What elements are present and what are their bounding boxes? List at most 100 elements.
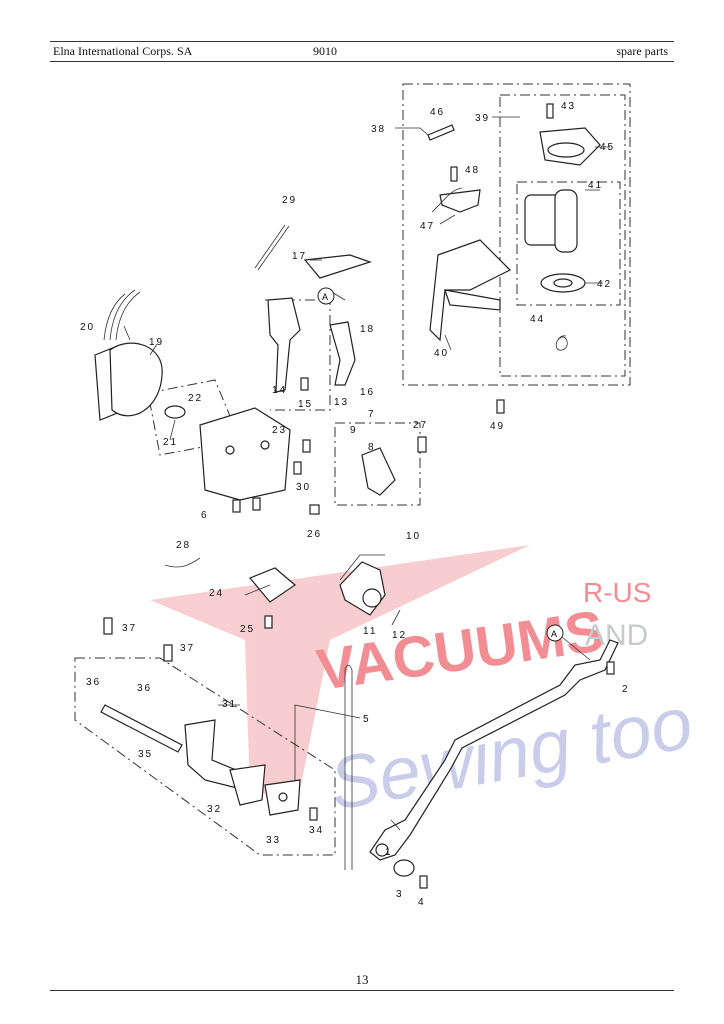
footer-rule [50,990,674,991]
part-label-22: 22 [188,393,203,404]
part-label-36: 36 [86,677,101,688]
part-label-7: 7 [368,409,376,420]
part-8-lever [361,447,396,496]
part-label-49: 49 [490,421,505,432]
part-label-34: 34 [309,825,324,836]
part-label-46: 46 [430,107,445,118]
part-label-45: 45 [600,142,615,153]
part-14-lever [267,297,301,393]
part-label-41: 41 [588,180,603,191]
part-label-48: 48 [465,165,480,176]
callout-a-lower: A [551,629,557,639]
part-47-switch [439,189,481,213]
part-label-13: 13 [334,397,349,408]
part-label-17: 17 [292,251,307,262]
part-label-37: 37 [122,623,137,634]
part-35-shaft [100,704,183,753]
callout-a-upper: A [322,292,328,302]
part-label-21: 21 [163,437,178,448]
part-label-28: 28 [176,540,191,551]
part-label-2: 2 [622,684,630,695]
part-46-clip [427,124,455,141]
part-label-16: 16 [360,387,375,398]
part-label-24: 24 [209,588,224,599]
part-labels: 1 2 3 4 5 6 7 8 9 10 11 12 13 14 15 16 1… [80,101,630,908]
part-3-washer [393,859,415,877]
leader-lines [123,116,610,831]
bracket-assembly-38 [427,103,601,414]
header-section: spare parts [616,44,668,58]
part-6-plate [199,407,291,501]
part-37-screw-right [163,644,173,662]
part-13-lever [329,321,356,386]
part-label-10: 10 [406,531,421,542]
part-label-9: 9 [350,425,358,436]
part-40-bracket [429,239,512,342]
part-21-gear [164,405,186,419]
part-26-nut [309,504,320,515]
part-label-26: 26 [307,529,322,540]
assembly-boundaries [74,83,631,856]
part-label-40: 40 [434,348,449,359]
part-label-37b: 37 [180,643,195,654]
part-27-spring [417,436,427,453]
part-label-35: 35 [138,749,153,760]
part-label-47: 47 [420,221,435,232]
part-1-lever-arm [369,639,619,861]
part-label-32: 32 [207,804,222,815]
header-company: Elna International Corps. SA [53,44,193,58]
part-label-23: 23 [272,425,287,436]
part-label-5: 5 [363,714,371,725]
motor-and-plate-assembly [94,224,427,629]
part-24-sensor [249,567,296,603]
part-label-44: 44 [530,314,545,325]
part-label-43: 43 [561,101,576,112]
part-15-screw [300,377,309,391]
part-label-3: 3 [396,889,404,900]
part-label-36b: 36 [137,683,152,694]
part-5-rod [344,664,353,870]
part-4-screw [419,875,428,889]
part-2-screw [606,661,615,675]
part-17-link [303,254,372,279]
part-label-14: 14 [272,385,287,396]
part-label-6: 6 [201,510,209,521]
part-label-18: 18 [360,324,375,335]
part-label-25: 25 [240,624,255,635]
part-label-1: 1 [385,847,393,858]
part-label-15: 15 [298,399,313,410]
page-number: 13 [355,972,369,987]
part-34-screw [309,807,318,821]
part-label-19: 19 [149,337,164,348]
part-label-12: 12 [392,630,407,641]
part-29-rod [254,224,286,269]
part-25-screw [264,615,273,629]
watermark-r-us: R-US [583,577,651,608]
header-rule-top [50,41,674,42]
part-label-4: 4 [418,897,426,908]
part-label-39: 39 [475,113,490,124]
part-44-spring [555,335,568,351]
callout-a-markers: A A [317,287,564,642]
part-label-8: 8 [368,442,376,453]
part-43-screw [546,103,554,119]
part-label-31: 31 [222,699,237,710]
part-label-30: 30 [296,482,311,493]
part-49-screw [496,399,505,414]
part-label-42: 42 [597,279,612,290]
part-label-27: 27 [413,420,428,431]
part-28-tie [164,557,201,568]
exploded-parts-diagram: VACUUMS R-US AND Sewing too [74,83,698,908]
part-19-motor [109,342,163,417]
part-label-29: 29 [282,195,297,206]
watermark-v-shape [150,545,530,795]
header-rule-bottom [50,61,674,62]
part-48-screw [450,166,458,182]
lower-link-assembly [100,617,619,889]
watermark-sewing-too: Sewing too [323,680,698,825]
part-label-11: 11 [363,626,377,637]
header-model: 9010 [313,44,337,58]
part-37-screw-left [103,617,113,635]
part-label-38: 38 [371,124,386,135]
part-label-33: 33 [266,835,281,846]
